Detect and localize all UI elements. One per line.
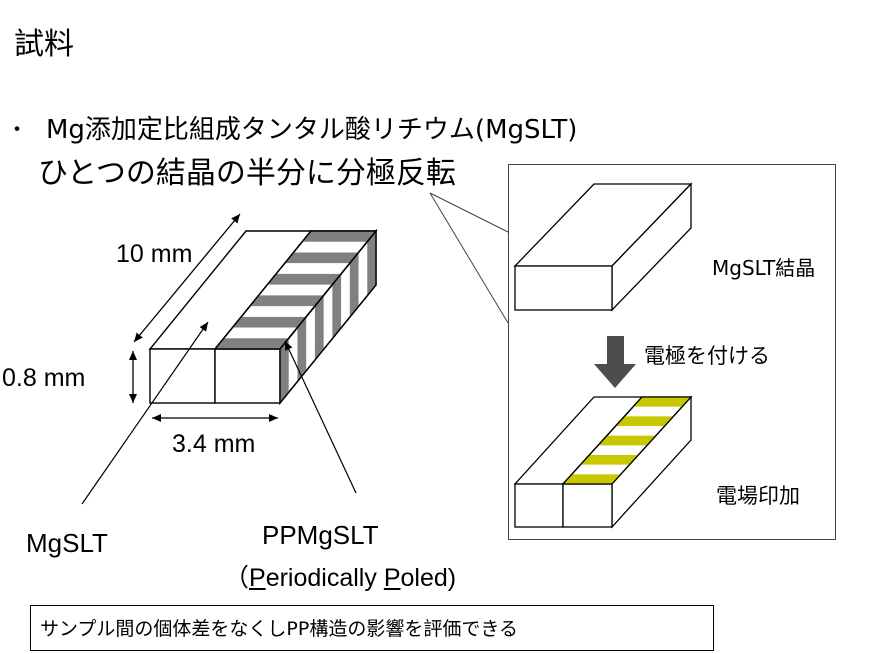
ppmgslt-label: PPMgSLT — [262, 520, 379, 550]
electrode-stripe — [563, 474, 621, 484]
pp-p1: P — [249, 564, 266, 592]
pp-mid: eriodically — [265, 564, 384, 592]
crystal-front-right-face — [214, 348, 281, 404]
poled-stripe-top — [284, 252, 359, 264]
bullet-marker: ・ — [6, 118, 29, 143]
poled-stripe-side — [367, 231, 376, 296]
pp-rest: oled) — [400, 564, 457, 592]
note-text: サンプル間の個体差をなくしPP構造の影響を評価できる — [40, 618, 518, 640]
electrode-stripes — [563, 397, 691, 484]
poled-stripe-top — [249, 295, 324, 307]
ppmgslt-leader-line — [284, 340, 357, 494]
electrode-stripe — [615, 416, 674, 426]
poled-stripe-side — [349, 252, 359, 318]
callout-line-top — [429, 192, 509, 233]
crystal-front-left-face — [149, 348, 216, 404]
poled-stripe-top — [302, 231, 376, 242]
poled-stripe-top — [267, 273, 342, 285]
note-box — [30, 605, 714, 651]
subline-text: ひとつの結晶の半分に分極反転 — [38, 156, 456, 191]
callout-line-bottom — [429, 192, 509, 324]
thickness-dimension-label: 0.8 mm — [2, 364, 86, 392]
poled-stripe-side — [314, 295, 324, 361]
poled-stripe-side — [297, 316, 307, 382]
inset-panel — [508, 164, 836, 540]
poled-stripes — [215, 231, 376, 403]
poled-stripe-top — [215, 338, 289, 349]
mgslt-leader-line — [81, 321, 209, 505]
poled-stripe-side — [280, 338, 289, 403]
length-dimension-arrow — [133, 213, 241, 343]
electrode-stripe — [633, 397, 691, 407]
pp-open-paren: （ — [224, 564, 250, 592]
poled-stripe-side — [332, 273, 342, 339]
electrode-stripe — [598, 435, 656, 446]
process-down-arrow — [594, 336, 636, 388]
pp-p2: P — [383, 564, 401, 592]
width-dimension-label: 3.4 mm — [172, 430, 256, 458]
crystal-outline — [213, 229, 378, 405]
inset-crystal-before — [513, 182, 693, 312]
mgslt-label: MgSLT — [26, 528, 108, 558]
inset-field-label: 電場印加 — [716, 484, 800, 508]
inset-electrode-label: 電極を付ける — [644, 344, 770, 368]
bullet-text: Mg添加定比組成タンタル酸リチウム(MgSLT) — [46, 115, 578, 145]
inset-crystal-label: MgSLT結晶 — [712, 256, 816, 280]
poled-stripe-top — [232, 316, 307, 328]
periodically-poled-label: （Periodically Poled) — [224, 566, 456, 591]
slide-title: 試料 — [14, 27, 74, 62]
electrode-stripe — [580, 455, 639, 465]
